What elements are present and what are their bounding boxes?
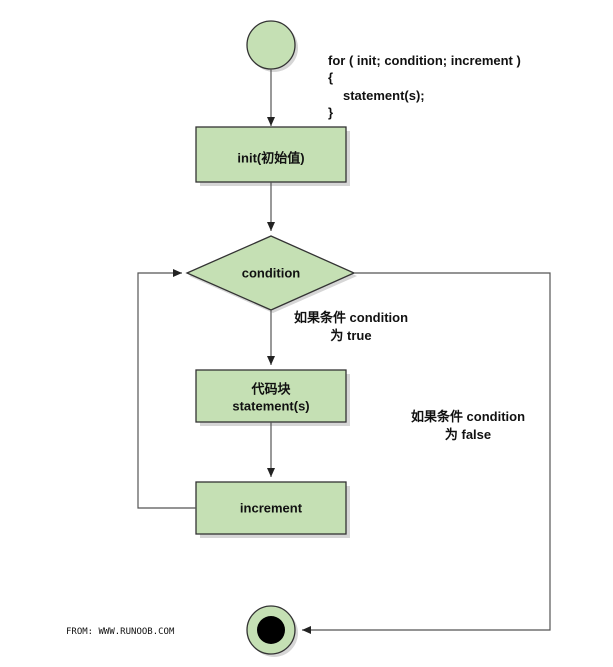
- false-label-line-1: 如果条件 condition: [411, 409, 525, 424]
- true-label-line-1: 如果条件 condition: [294, 310, 408, 325]
- code-line-4: }: [328, 105, 333, 120]
- condition-label: condition: [242, 265, 301, 280]
- code-snippet: for ( init; condition; increment ) { sta…: [328, 53, 521, 120]
- body-label-line-2: statement(s): [232, 398, 309, 413]
- init-label: init(初始值): [237, 150, 304, 165]
- condition-node: condition: [185, 235, 357, 313]
- source-caption: FROM: WWW.RUNOOB.COM: [66, 627, 175, 637]
- end-node: [246, 605, 298, 657]
- increment-label: increment: [240, 500, 303, 515]
- increment-node: increment: [195, 481, 350, 538]
- code-line-2: {: [328, 70, 333, 85]
- false-branch-label: 如果条件 condition 为 false: [411, 409, 525, 442]
- code-line-3: statement(s);: [343, 88, 425, 103]
- body-label-line-1: 代码块: [250, 381, 291, 396]
- edge-increment-to-condition: [137, 269, 196, 509]
- edge-condition-to-end: [302, 272, 551, 634]
- code-line-1: for ( init; condition; increment ): [328, 53, 521, 68]
- true-label-line-2: 为 true: [330, 328, 371, 343]
- body-node: 代码块 statement(s): [195, 369, 350, 426]
- start-node: [246, 20, 298, 72]
- false-label-line-2: 为 false: [445, 427, 491, 442]
- init-node: init(初始值): [195, 126, 350, 186]
- true-branch-label: 如果条件 condition 为 true: [294, 310, 408, 343]
